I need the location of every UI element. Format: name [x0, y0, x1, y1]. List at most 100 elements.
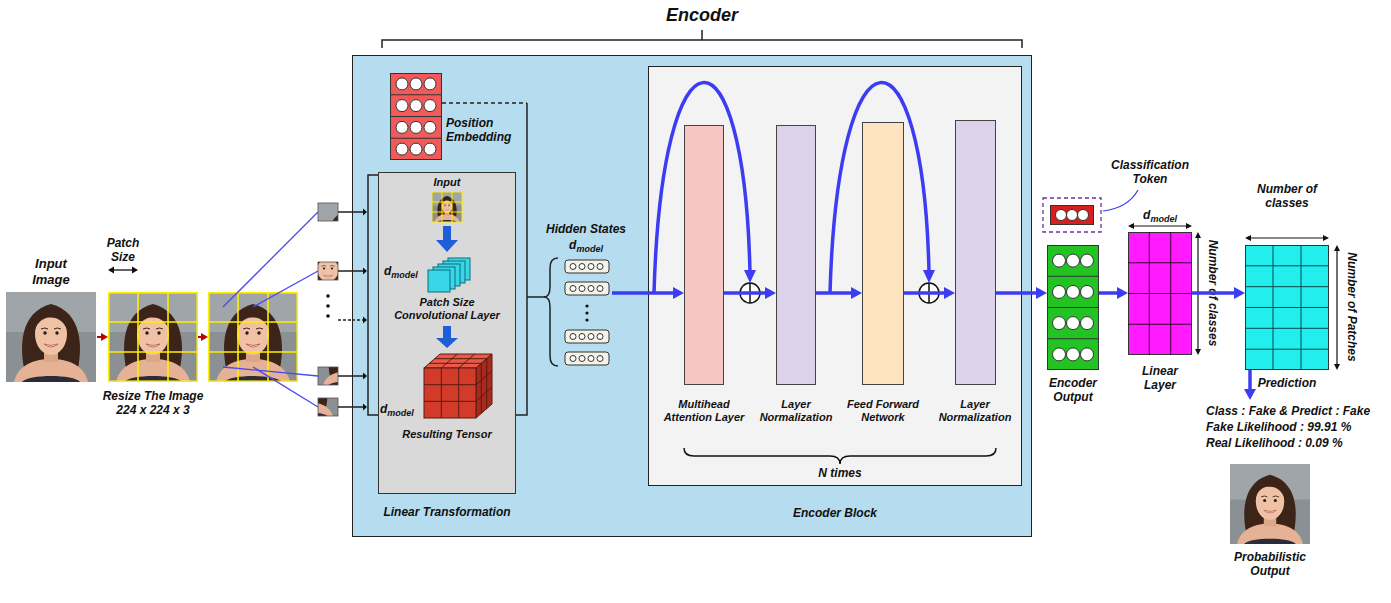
subscript: model: [391, 270, 418, 280]
connector: [996, 287, 1047, 299]
arrow-head: [1244, 389, 1256, 400]
text-slot: Layer Normalization: [748, 398, 844, 424]
connector-line: [97, 336, 102, 338]
connector: [1192, 287, 1245, 299]
dimension-arrows-part: [1186, 223, 1192, 229]
dimension-arrows-part: [1133, 225, 1187, 226]
dimension-arrows-part: [1245, 235, 1251, 241]
text-label: Patch Size Convolutional Layer: [385, 296, 509, 322]
axis-label: Number of Patches: [1345, 250, 1359, 363]
resized-image-art: [108, 292, 198, 382]
token-leader: [1103, 190, 1138, 211]
hidden-states: Hidden Statesdmodel: [560, 256, 612, 368]
linear-layer-art-use: [1128, 232, 1192, 355]
text-slot: Prediction: [1242, 376, 1332, 390]
norm-bar: Layer Normalization: [776, 125, 816, 385]
patched-image-part: [208, 292, 298, 382]
image-patches-part-part: [318, 398, 338, 416]
encoder-block-art-use: [654, 83, 996, 464]
position-embedding: Position Embedding: [390, 73, 442, 160]
connector: [1099, 287, 1128, 299]
text-slot: dmodel: [380, 402, 420, 416]
text-label: dmodel: [384, 264, 418, 278]
text-label: Position Embedding: [446, 116, 522, 144]
text-slot: dmodel: [556, 238, 616, 252]
connector-line: [724, 291, 766, 295]
arrow-head: [101, 333, 108, 341]
dimension-arrows-part: [1323, 235, 1329, 241]
text-label: Fake Likelihood : 99.91 %: [1206, 420, 1351, 434]
text-label: Encoder: [666, 4, 738, 26]
text-label: Classification Token: [1100, 158, 1200, 186]
connector-line: [612, 291, 674, 295]
connector-line: [1248, 370, 1252, 390]
patch-leader-lines-part: [223, 212, 318, 307]
text-label: Linear Layer: [1130, 364, 1190, 392]
prediction-grid-art-use: [1245, 245, 1329, 370]
connector: [816, 287, 862, 299]
text-label: Real Likelihood : 0.09 %: [1206, 436, 1343, 450]
axis-label: Number of classes: [1206, 238, 1220, 349]
linear-layer: Linear Layer: [1128, 232, 1192, 355]
text-label: Number of classes: [1252, 182, 1322, 210]
connector: [904, 287, 955, 299]
text-slot: Layer Normalization: [927, 398, 1023, 424]
text-slot: Class : Fake & Predict : Fake: [1206, 404, 1386, 418]
patch-arrows-part: [338, 212, 352, 407]
input-image: Input Image: [5, 292, 97, 382]
image-patches-part-part: [318, 262, 338, 280]
text-slot: Multihead Attention Layer: [656, 398, 752, 424]
patch-size-arrow-part: [108, 267, 114, 274]
resize-arrow: [198, 333, 208, 341]
text-slot: Encoder: [632, 4, 772, 26]
text-label: Encoder Block: [793, 506, 877, 520]
dimension-arrows-part: [1334, 364, 1340, 370]
connector-line: [996, 291, 1037, 295]
text-slot: Patch Size Convolutional Layer: [385, 296, 509, 322]
connector: [612, 287, 684, 299]
prediction-grid-art: [1245, 245, 1329, 370]
dimension-arrows: [1128, 223, 1340, 370]
text-slot: Hidden States: [531, 222, 641, 236]
image-patches-part-part: [326, 294, 330, 298]
resized-image-art-use: [108, 292, 198, 382]
patched-image-part-part: [208, 292, 298, 382]
dimension-arrows-part: [1195, 232, 1201, 238]
encoder-panel: EncoderPosition EmbeddingInputPatch Size…: [352, 55, 1032, 537]
text-label: Feed Forward Network: [835, 398, 931, 424]
dimension-arrows-part: [1128, 223, 1134, 229]
text-slot: Linear Layer: [1130, 364, 1190, 392]
text-label: Encoder Output: [1042, 376, 1104, 404]
text-label: Input Image: [24, 256, 78, 288]
probabilistic-output-art-use: [1230, 464, 1310, 544]
linear-transformation-box: InputPatch Size Convolutional LayerResul…: [378, 172, 516, 494]
text-label: dmodel: [380, 402, 414, 416]
position-embedding-art: [390, 73, 442, 160]
text-label: Hidden States: [546, 222, 626, 236]
text-slot: dmodel: [384, 264, 424, 278]
feed-forward-bar: Feed Forward Network: [862, 122, 904, 385]
patch-size-arrow: [108, 267, 138, 274]
patch-arrows: [338, 212, 352, 407]
class-token-art: [1050, 205, 1094, 225]
patched-image-part: [208, 292, 298, 382]
arrow-head: [1117, 287, 1128, 299]
norm-bar: Layer Normalization: [955, 120, 996, 385]
image-patches-part-part: [318, 367, 338, 385]
connector: [1244, 370, 1256, 400]
subscript: model: [576, 244, 603, 254]
text-slot: Resulting Tensor: [385, 428, 509, 441]
text-slot: Encoder Block: [760, 506, 910, 520]
connector-line: [1192, 291, 1235, 295]
input-image-art-use: [6, 292, 96, 382]
patch-leader-lines-part: [253, 271, 318, 307]
text-slot: Input: [385, 176, 509, 189]
text-slot: Input Image: [24, 256, 78, 288]
linear-layer-art: [1128, 232, 1192, 355]
text-label: Input: [434, 176, 461, 189]
connector: [724, 287, 776, 299]
image-patches-part: [326, 294, 330, 318]
text-label: Class : Fake & Predict : Fake: [1206, 404, 1370, 418]
text-slot: N times: [800, 466, 880, 480]
